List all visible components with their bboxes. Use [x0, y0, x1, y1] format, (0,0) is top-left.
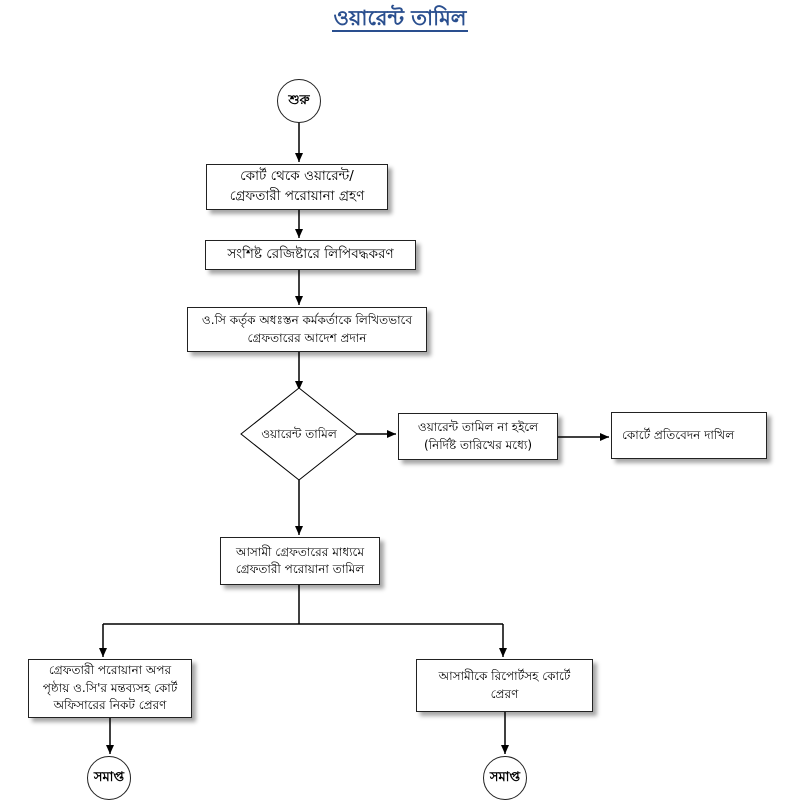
- start-node: শুরু: [277, 79, 321, 123]
- register-box: সংশিষ্ট রেজিষ্টারে লিপিবদ্ধকরণ: [205, 240, 416, 270]
- oc-order-label: ও.সি কর্তৃক অধঃস্তন কর্মকর্তাকে লিখিতভাব…: [201, 313, 413, 345]
- end-node-right: সমাপ্ত: [483, 756, 527, 800]
- end-node-left: সমাপ্ত: [87, 756, 131, 800]
- send-accused-box: আসামীকে রিপোর্টসহ কোর্টে প্রেরণ: [416, 659, 593, 712]
- court-report-label: কোর্টে প্রতিবেদন দাখিল: [622, 427, 735, 442]
- end-left-label: সমাপ্ত: [93, 769, 125, 785]
- court-report-box: কোর্টে প্রতিবেদন দাখিল: [611, 412, 767, 459]
- decision-label: ওয়ারেন্ট তামিল: [261, 427, 337, 441]
- arrest-execute-label: আসামী গ্রেফতারের মাধ্যমে গ্রেফতারী পরোয়…: [235, 544, 365, 576]
- oc-order-box: ও.সি কর্তৃক অধঃস্তন কর্মকর্তাকে লিখিতভাব…: [187, 307, 427, 352]
- register-label: সংশিষ্ট রেজিষ্টারে লিপিবদ্ধকরণ: [227, 246, 394, 263]
- title-text: ওয়ারেন্ট তামিল: [331, 6, 469, 32]
- not-executed-box: ওয়ারেন্ট তামিল না হইলে (নির্দিষ্ট তারিখ…: [398, 413, 558, 460]
- end-right-label: সমাপ্ত: [489, 769, 521, 785]
- send-to-officer-box: গ্রেফতারী পরোয়ানা অপর পৃষ্ঠায় ও.সি'র ম…: [28, 659, 192, 718]
- arrest-execute-box: আসামী গ্রেফতারের মাধ্যমে গ্রেফতারী পরোয়…: [220, 537, 380, 585]
- not-executed-label: ওয়ারেন্ট তামিল না হইলে (নির্দিষ্ট তারিখ…: [417, 420, 539, 452]
- send-accused-label: আসামীকে রিপোর্টসহ কোর্টে প্রেরণ: [438, 669, 571, 701]
- receive-warrant-label: কোর্ট থেকে ওয়ারেন্ট/ গ্রেফতারী পরোয়ানা…: [229, 168, 365, 204]
- send-to-officer-label: গ্রেফতারী পরোয়ানা অপর পৃষ্ঠায় ও.সি'র ম…: [42, 663, 178, 713]
- start-label: শুরু: [288, 92, 310, 108]
- page-title: ওয়ারেন্ট তামিল: [0, 2, 800, 37]
- receive-warrant-box: কোর্ট থেকে ওয়ারেন্ট/ গ্রেফতারী পরোয়ানা…: [206, 164, 388, 210]
